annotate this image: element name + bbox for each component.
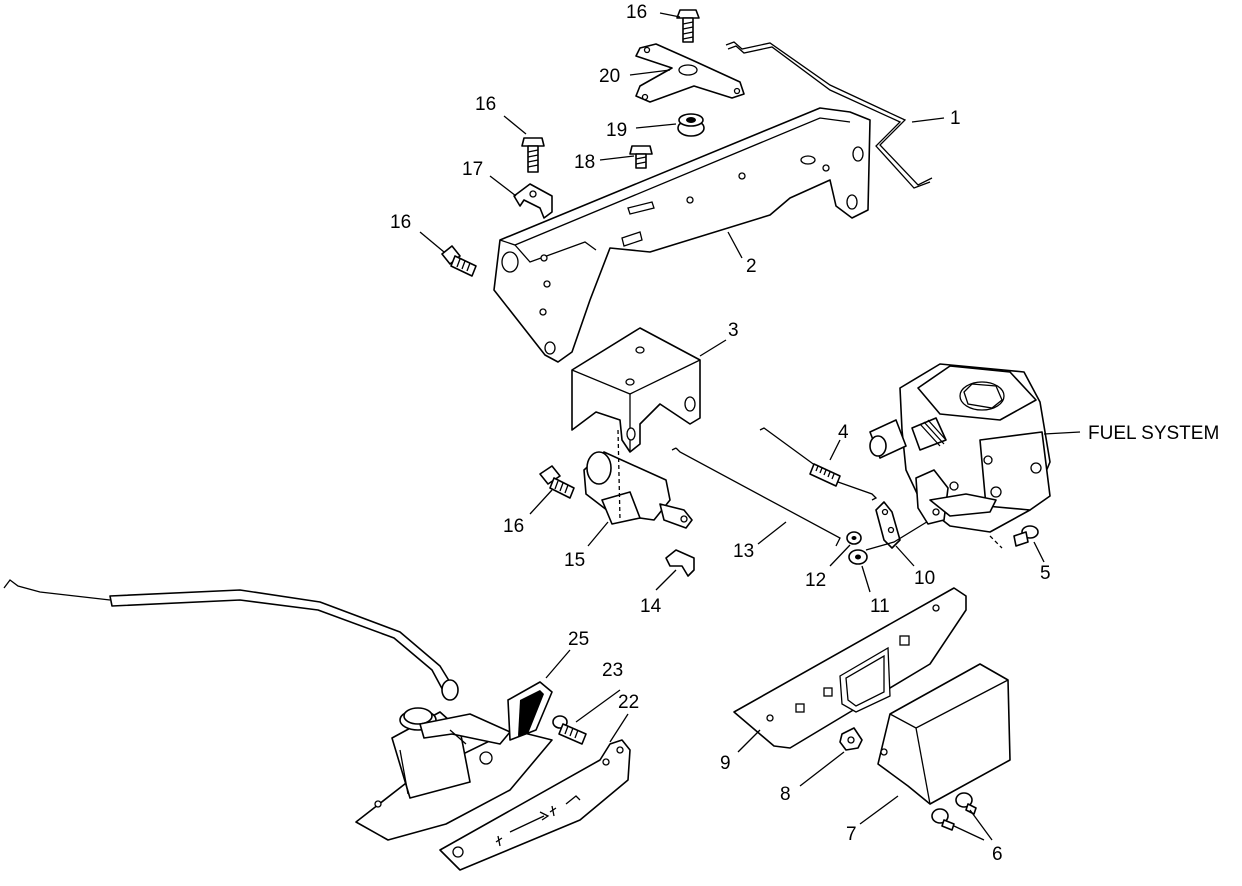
part-nut-8 bbox=[839, 727, 863, 751]
part-bolt-16-top bbox=[521, 137, 545, 173]
part-bolt-22 bbox=[676, 9, 700, 43]
callout-1: 1 bbox=[950, 108, 961, 129]
callout-20: 19 bbox=[606, 120, 627, 141]
callout-8: 8 bbox=[780, 784, 791, 805]
callout-6: 6 bbox=[992, 844, 1003, 865]
callout-9: 9 bbox=[720, 753, 731, 774]
part-nut-11 bbox=[848, 549, 868, 565]
part-screw-5 bbox=[1013, 525, 1039, 547]
callout-23: 22 bbox=[618, 692, 639, 713]
part-bracket-3 bbox=[571, 327, 701, 453]
part-spring-4 bbox=[759, 427, 878, 501]
callout-3: 3 bbox=[728, 320, 739, 341]
callout-15: 15 bbox=[564, 550, 585, 571]
part-bolt-19 bbox=[629, 145, 653, 169]
callout-labels: 16 20 19 18 16 17 16 1 2 3 4 FUEL SYSTEM… bbox=[390, 2, 1219, 865]
part-quadrant-plate-23 bbox=[439, 739, 631, 871]
part-carburetor bbox=[869, 363, 1051, 549]
callout-16-top: 16 bbox=[475, 94, 496, 115]
callout-25: 25 bbox=[568, 629, 589, 650]
callout-5: 5 bbox=[1040, 563, 1051, 584]
part-grommet-20 bbox=[677, 113, 705, 137]
callout-22: 16 bbox=[626, 2, 647, 23]
callout-7: 7 bbox=[846, 824, 857, 845]
part-cover-box-7 bbox=[877, 663, 1011, 805]
callout-14: 14 bbox=[640, 596, 662, 617]
part-bolt-17 bbox=[441, 245, 477, 277]
part-pedal-assembly-25 bbox=[355, 681, 553, 841]
part-throttle-lever-10 bbox=[865, 501, 931, 551]
part-clip-14 bbox=[665, 549, 695, 577]
callout-17: 16 bbox=[390, 212, 411, 233]
callout-12: 12 bbox=[805, 570, 826, 591]
leader-lines bbox=[419, 12, 1081, 841]
callout-21: 20 bbox=[599, 66, 620, 87]
callout-10: 10 bbox=[914, 568, 935, 589]
callout-4: 4 bbox=[838, 422, 849, 443]
callout-16-lower: 16 bbox=[503, 516, 524, 537]
part-bolt-16-lower bbox=[539, 465, 575, 499]
part-main-bracket-2 bbox=[493, 107, 871, 363]
part-solenoid-15 bbox=[583, 429, 693, 529]
part-link-rod-13 bbox=[671, 447, 841, 547]
part-throttle-cable bbox=[3, 579, 459, 701]
part-clip-18 bbox=[513, 183, 553, 219]
callout-2: 2 bbox=[746, 256, 757, 277]
callout-24: 23 bbox=[602, 660, 623, 681]
callout-11: 11 bbox=[870, 596, 890, 617]
part-bolt-24 bbox=[552, 715, 587, 745]
part-panel-plate-9 bbox=[733, 587, 967, 749]
callout-13: 13 bbox=[733, 541, 754, 562]
callout-19: 18 bbox=[574, 152, 595, 173]
part-mounting-plate-21 bbox=[635, 43, 745, 103]
callout-18: 17 bbox=[462, 159, 483, 180]
part-throttle-rod bbox=[725, 41, 933, 189]
fuel-system-label: FUEL SYSTEM bbox=[1088, 423, 1219, 444]
part-screws-6 bbox=[931, 792, 977, 831]
part-nut-12 bbox=[846, 531, 862, 545]
